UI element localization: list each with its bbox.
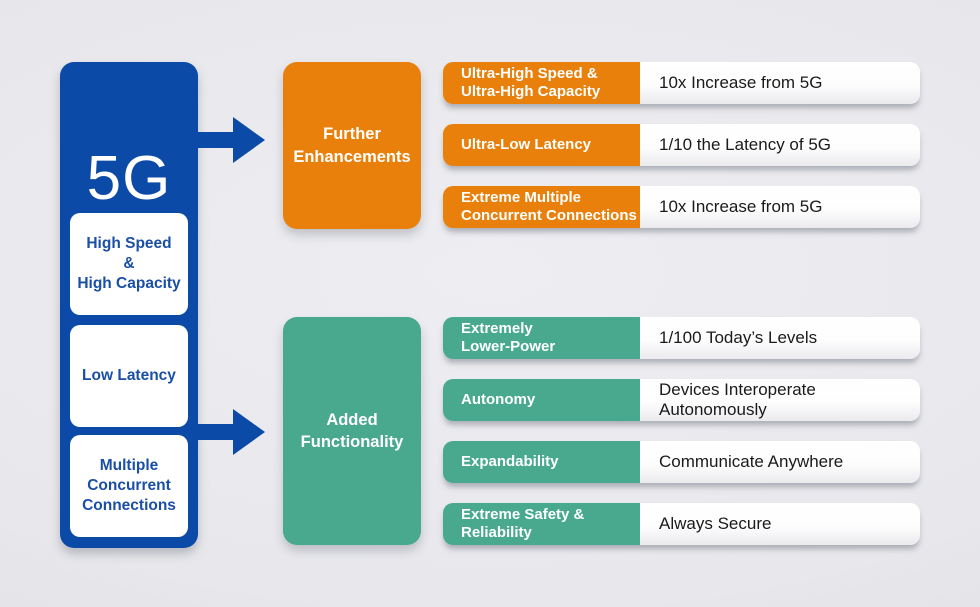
group-title: Added Functionality [300, 410, 404, 451]
row-label: Extreme Safety & Reliability [443, 503, 640, 545]
group-title: Further Enhancements [293, 125, 411, 166]
row-extreme-safety-reliability: Extreme Safety & Reliability Always Secu… [443, 503, 920, 545]
row-autonomy: Autonomy Devices Interoperate Autonomous… [443, 379, 920, 421]
group-box-added-functionality: Added Functionality [283, 317, 421, 545]
row-value: 10x Increase from 5G [659, 73, 823, 92]
row-ultra-low-latency: Ultra-Low Latency 1/10 the Latency of 5G [443, 124, 920, 166]
feature-box-high-speed-capacity: High Speed & High Capacity [70, 213, 188, 315]
row-label: Ultra-Low Latency [443, 124, 640, 166]
row-value: 1/10 the Latency of 5G [659, 135, 832, 154]
row-extremely-lower-power: Extremely Lower-Power 1/100 Today’s Leve… [443, 317, 920, 359]
feature-box-multiple-connections: Multiple Concurrent Connections [70, 435, 188, 537]
source-box-5g: 5G High Speed & High Capacity Low Latenc… [60, 62, 198, 548]
row-label: Autonomy [443, 379, 640, 421]
row-value: Always Secure [659, 514, 772, 533]
row-extreme-multiple-connections: Extreme Multiple Concurrent Connections … [443, 186, 920, 228]
row-label: Extreme Multiple Concurrent Connections [443, 186, 640, 228]
source-title: 5G [86, 144, 172, 213]
row-label: Expandability [443, 441, 640, 483]
row-value: Communicate Anywhere [659, 452, 844, 471]
row-value: 1/100 Today’s Levels [659, 328, 818, 347]
right-arrow-icon [197, 409, 265, 455]
row-value: 10x Increase from 5G [659, 197, 823, 216]
right-arrow-icon [197, 117, 265, 163]
feature-label: Low Latency [82, 366, 176, 384]
row-value: Devices Interoperate Autonomously [659, 380, 816, 419]
row-label: Extremely Lower-Power [443, 317, 640, 359]
row-ultra-high-speed-capacity: Ultra-High Speed & Ultra-High Capacity 1… [443, 62, 920, 104]
feature-label: High Speed & High Capacity [77, 234, 181, 293]
row-label: Ultra-High Speed & Ultra-High Capacity [443, 62, 640, 104]
feature-label: Multiple Concurrent Connections [82, 456, 176, 515]
feature-box-low-latency: Low Latency [70, 325, 188, 427]
group-box-further-enhancements: Further Enhancements [283, 62, 421, 229]
row-expandability: Expandability Communicate Anywhere [443, 441, 920, 483]
